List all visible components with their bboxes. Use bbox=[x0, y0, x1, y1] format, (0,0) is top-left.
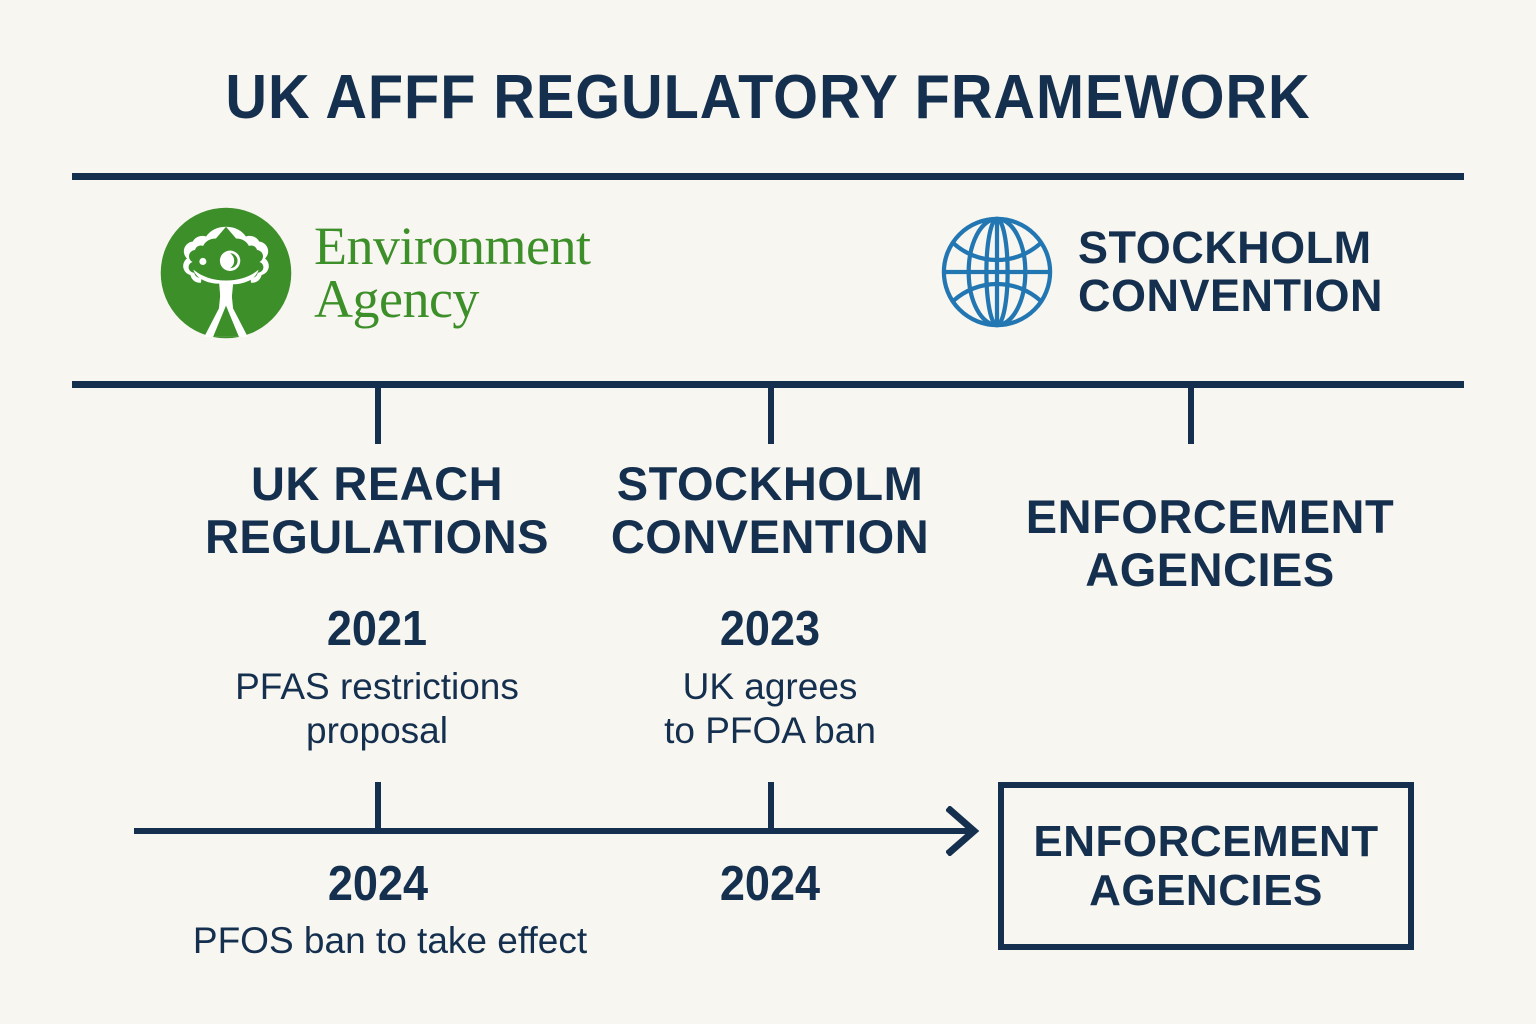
divider-middle bbox=[72, 381, 1464, 388]
timeline-arrow-line bbox=[134, 828, 974, 834]
column-heading-line2: CONVENTION bbox=[610, 510, 930, 564]
divider-top bbox=[72, 173, 1464, 180]
page-title: UK AFFF REGULATORY FRAMEWORK bbox=[225, 63, 1311, 132]
column-tick-2 bbox=[768, 388, 774, 444]
globe-icon bbox=[941, 216, 1053, 328]
enforcement-label-line1: ENFORCEMENT bbox=[1033, 816, 1379, 866]
timeline-year-1: 2024 bbox=[327, 857, 429, 911]
milestone-detail-line1: PFAS restrictions bbox=[235, 665, 519, 707]
column-heading-line2: REGULATIONS bbox=[204, 510, 550, 564]
milestone-year: 2021 bbox=[326, 602, 428, 656]
milestone-detail-line1: UK agrees bbox=[682, 665, 858, 707]
milestone-detail-line2: to PFOA ban bbox=[664, 710, 876, 752]
ea-wordmark-line2: Agency bbox=[314, 269, 479, 329]
stockholm-convention-wordmark: STOCKHOLM CONVENTION bbox=[1078, 224, 1383, 319]
environment-agency-logo: Environment Agency bbox=[158, 205, 591, 341]
ea-wordmark-line1: Environment bbox=[314, 216, 591, 277]
logo-row: Environment Agency STOCKHOLM CONVENTION bbox=[0, 205, 1536, 365]
column-heading-stockholm-convention: STOCKHOLM CONVENTION bbox=[570, 457, 970, 563]
arrow-right-icon bbox=[946, 806, 980, 856]
milestone-2023: 2023 UK agrees to PFOA ban bbox=[570, 602, 970, 754]
timeline-tick-2 bbox=[768, 782, 774, 830]
tree-person-circle-icon bbox=[160, 207, 292, 339]
sc-wordmark-line1: STOCKHOLM bbox=[1078, 222, 1372, 274]
milestone-detail-line2: proposal bbox=[306, 710, 448, 752]
stockholm-convention-logo: STOCKHOLM CONVENTION bbox=[938, 213, 1383, 331]
enforcement-label-line2: AGENCIES bbox=[1089, 866, 1323, 915]
timeline-year-2: 2024 bbox=[719, 857, 821, 911]
milestone-2021: 2021 PFAS restrictions proposal bbox=[177, 602, 577, 754]
column-heading-line1: ENFORCEMENT bbox=[1025, 490, 1395, 543]
timeline-tick-1 bbox=[375, 782, 381, 830]
milestone-detail: PFAS restrictions proposal bbox=[177, 665, 577, 754]
column-heading-line2: AGENCIES bbox=[1085, 543, 1335, 597]
column-heading-line1: STOCKHOLM bbox=[616, 457, 924, 510]
milestone-year: 2023 bbox=[719, 602, 821, 656]
column-tick-3 bbox=[1188, 388, 1194, 444]
enforcement-agencies-box: ENFORCEMENT AGENCIES bbox=[998, 782, 1414, 950]
environment-agency-wordmark: Environment Agency bbox=[314, 216, 591, 329]
column-tick-1 bbox=[375, 388, 381, 444]
column-heading-enforcement-agencies: ENFORCEMENT AGENCIES bbox=[1010, 490, 1410, 596]
enforcement-agencies-label: ENFORCEMENT AGENCIES bbox=[1033, 817, 1378, 916]
column-heading-line1: UK REACH bbox=[250, 457, 504, 510]
sc-wordmark-line2: CONVENTION bbox=[1078, 270, 1384, 321]
timeline-caption: PFOS ban to take effect bbox=[192, 920, 588, 961]
column-heading-uk-reach: UK REACH REGULATIONS bbox=[177, 457, 577, 563]
milestone-detail: UK agrees to PFOA ban bbox=[570, 665, 970, 754]
